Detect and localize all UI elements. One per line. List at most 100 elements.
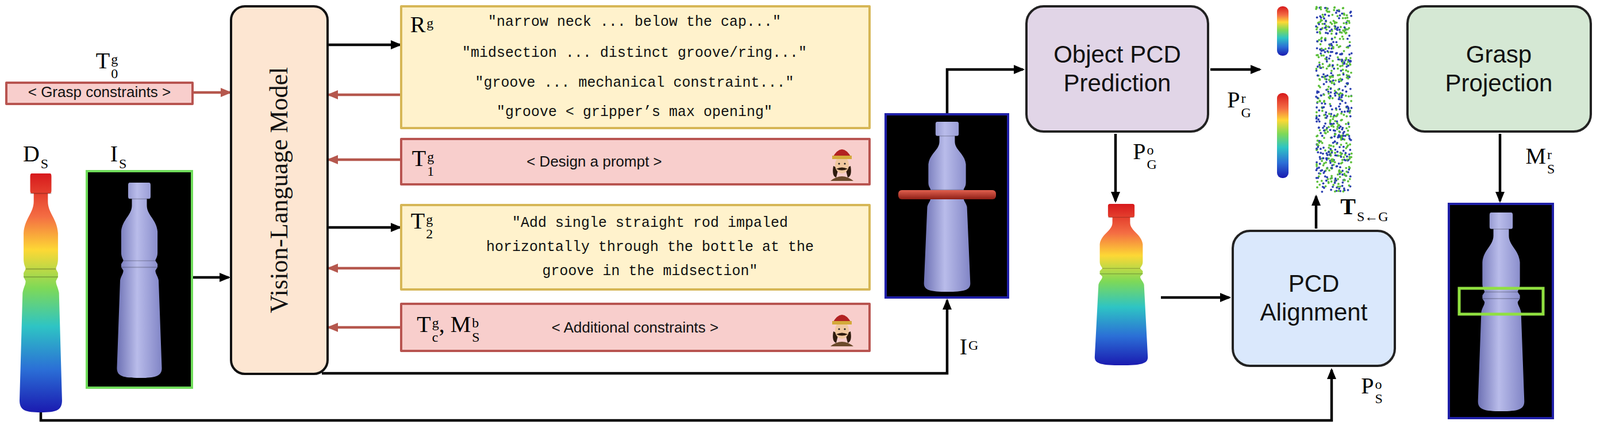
cloud-point <box>1345 141 1348 145</box>
cloud-point <box>1324 111 1328 114</box>
cloud-point <box>1330 32 1333 36</box>
cloud-point <box>1336 141 1339 145</box>
cloud-point <box>1327 92 1330 95</box>
script-stack: bS <box>471 315 480 345</box>
cloud-point <box>1337 187 1341 191</box>
arrow <box>193 276 229 280</box>
cloud-point <box>1316 40 1319 43</box>
cloud-point <box>1316 74 1319 78</box>
superscript <box>1356 195 1389 210</box>
cloud-point <box>1322 164 1325 167</box>
cloud-point <box>1348 184 1351 187</box>
box-label: "groove < gripper’s max opening" <box>496 100 773 125</box>
connector-arrow <box>328 43 400 47</box>
cloud-point <box>1348 125 1351 129</box>
cloud-point <box>1327 64 1330 68</box>
cloud-point <box>1348 153 1351 156</box>
cloud-point <box>1349 87 1352 91</box>
cloud-point <box>1338 127 1341 130</box>
cloud-point <box>1333 190 1337 193</box>
cloud-point <box>1341 100 1344 103</box>
cloud-point <box>1341 35 1344 38</box>
cloud-point <box>1332 141 1335 145</box>
subscript: 1 <box>427 163 434 179</box>
cloud-point <box>1334 177 1337 180</box>
script-stack: S←G <box>1356 195 1389 225</box>
subscript <box>426 29 434 45</box>
cloud-point <box>1318 86 1322 89</box>
cloud-point <box>1316 181 1319 184</box>
cloud-point <box>1320 8 1323 11</box>
cloud-point <box>1341 135 1345 138</box>
cloud-point <box>1316 145 1319 149</box>
cloud-point <box>1330 82 1333 85</box>
cloud-point <box>1327 47 1330 50</box>
cloud-point <box>1325 60 1329 63</box>
cloud-point <box>1331 97 1334 100</box>
cloud-point <box>1337 88 1340 91</box>
cloud-point <box>1335 179 1338 182</box>
cloud-point <box>1347 20 1350 23</box>
cloud-point <box>1331 59 1334 63</box>
box-label: "midsection ... distinct groove/ring..." <box>462 41 807 66</box>
arrow <box>1498 133 1502 202</box>
cloud-point <box>1315 6 1318 10</box>
cloud-point <box>1348 111 1352 114</box>
cloud-point <box>1329 122 1332 126</box>
cloud-point <box>1332 40 1335 44</box>
cloud-point <box>1348 34 1351 37</box>
arrow <box>321 300 948 374</box>
cloud-point <box>1333 151 1337 155</box>
arrow <box>1210 68 1260 72</box>
cloud-point <box>1350 71 1353 75</box>
symbol-base: R <box>410 11 426 38</box>
cloud-point <box>1329 115 1333 118</box>
connector-arrow <box>328 93 400 97</box>
cloud-point <box>1320 50 1323 53</box>
cloud-point <box>1345 56 1348 60</box>
cloud-point <box>1322 186 1326 190</box>
cloud-point <box>1322 93 1325 96</box>
cloud-point <box>1338 28 1341 32</box>
model-box: Vision-Language Model <box>229 5 329 376</box>
superscript <box>40 142 49 157</box>
symbol-base: D <box>22 140 40 167</box>
cloud-point <box>1331 64 1334 67</box>
cloud-point <box>1339 108 1342 111</box>
cloud-point <box>1337 58 1340 61</box>
cloud-point <box>1336 56 1340 59</box>
cloud-point <box>1342 113 1345 117</box>
cloud-point <box>1321 106 1324 110</box>
cloud-point <box>1318 61 1321 64</box>
cloud-point <box>1320 94 1323 97</box>
cloud-point <box>1315 120 1318 123</box>
cloud-point <box>1333 89 1337 92</box>
arrow <box>947 69 1023 114</box>
cloud-point <box>1344 28 1347 32</box>
cloud-point <box>1344 174 1348 178</box>
mustache <box>836 167 848 171</box>
cloud-point <box>1347 144 1350 147</box>
mustache <box>836 333 848 337</box>
cloud-point <box>1324 149 1327 152</box>
cloud-point <box>1317 39 1321 42</box>
cloud-point <box>1345 170 1348 173</box>
cloud-point <box>1318 129 1322 132</box>
cloud-point <box>1322 136 1326 140</box>
cloud-point <box>1318 172 1322 176</box>
cloud-point <box>1331 160 1334 163</box>
cloud-point <box>1331 44 1334 47</box>
cloud-point <box>1339 175 1342 179</box>
cloud-point <box>1317 126 1321 129</box>
cloud-point <box>1349 60 1352 63</box>
cloud-point <box>1319 43 1322 46</box>
cloud-point <box>1332 160 1335 163</box>
superscript <box>118 142 127 157</box>
superscript: g <box>432 315 440 330</box>
cloud-point <box>1350 10 1353 14</box>
connector-arrow <box>328 267 400 271</box>
cloud-point <box>1344 147 1348 150</box>
box-label: Object PCD Prediction <box>1036 40 1198 99</box>
symbol-base: T <box>412 145 426 172</box>
cloud-point <box>1344 69 1348 72</box>
